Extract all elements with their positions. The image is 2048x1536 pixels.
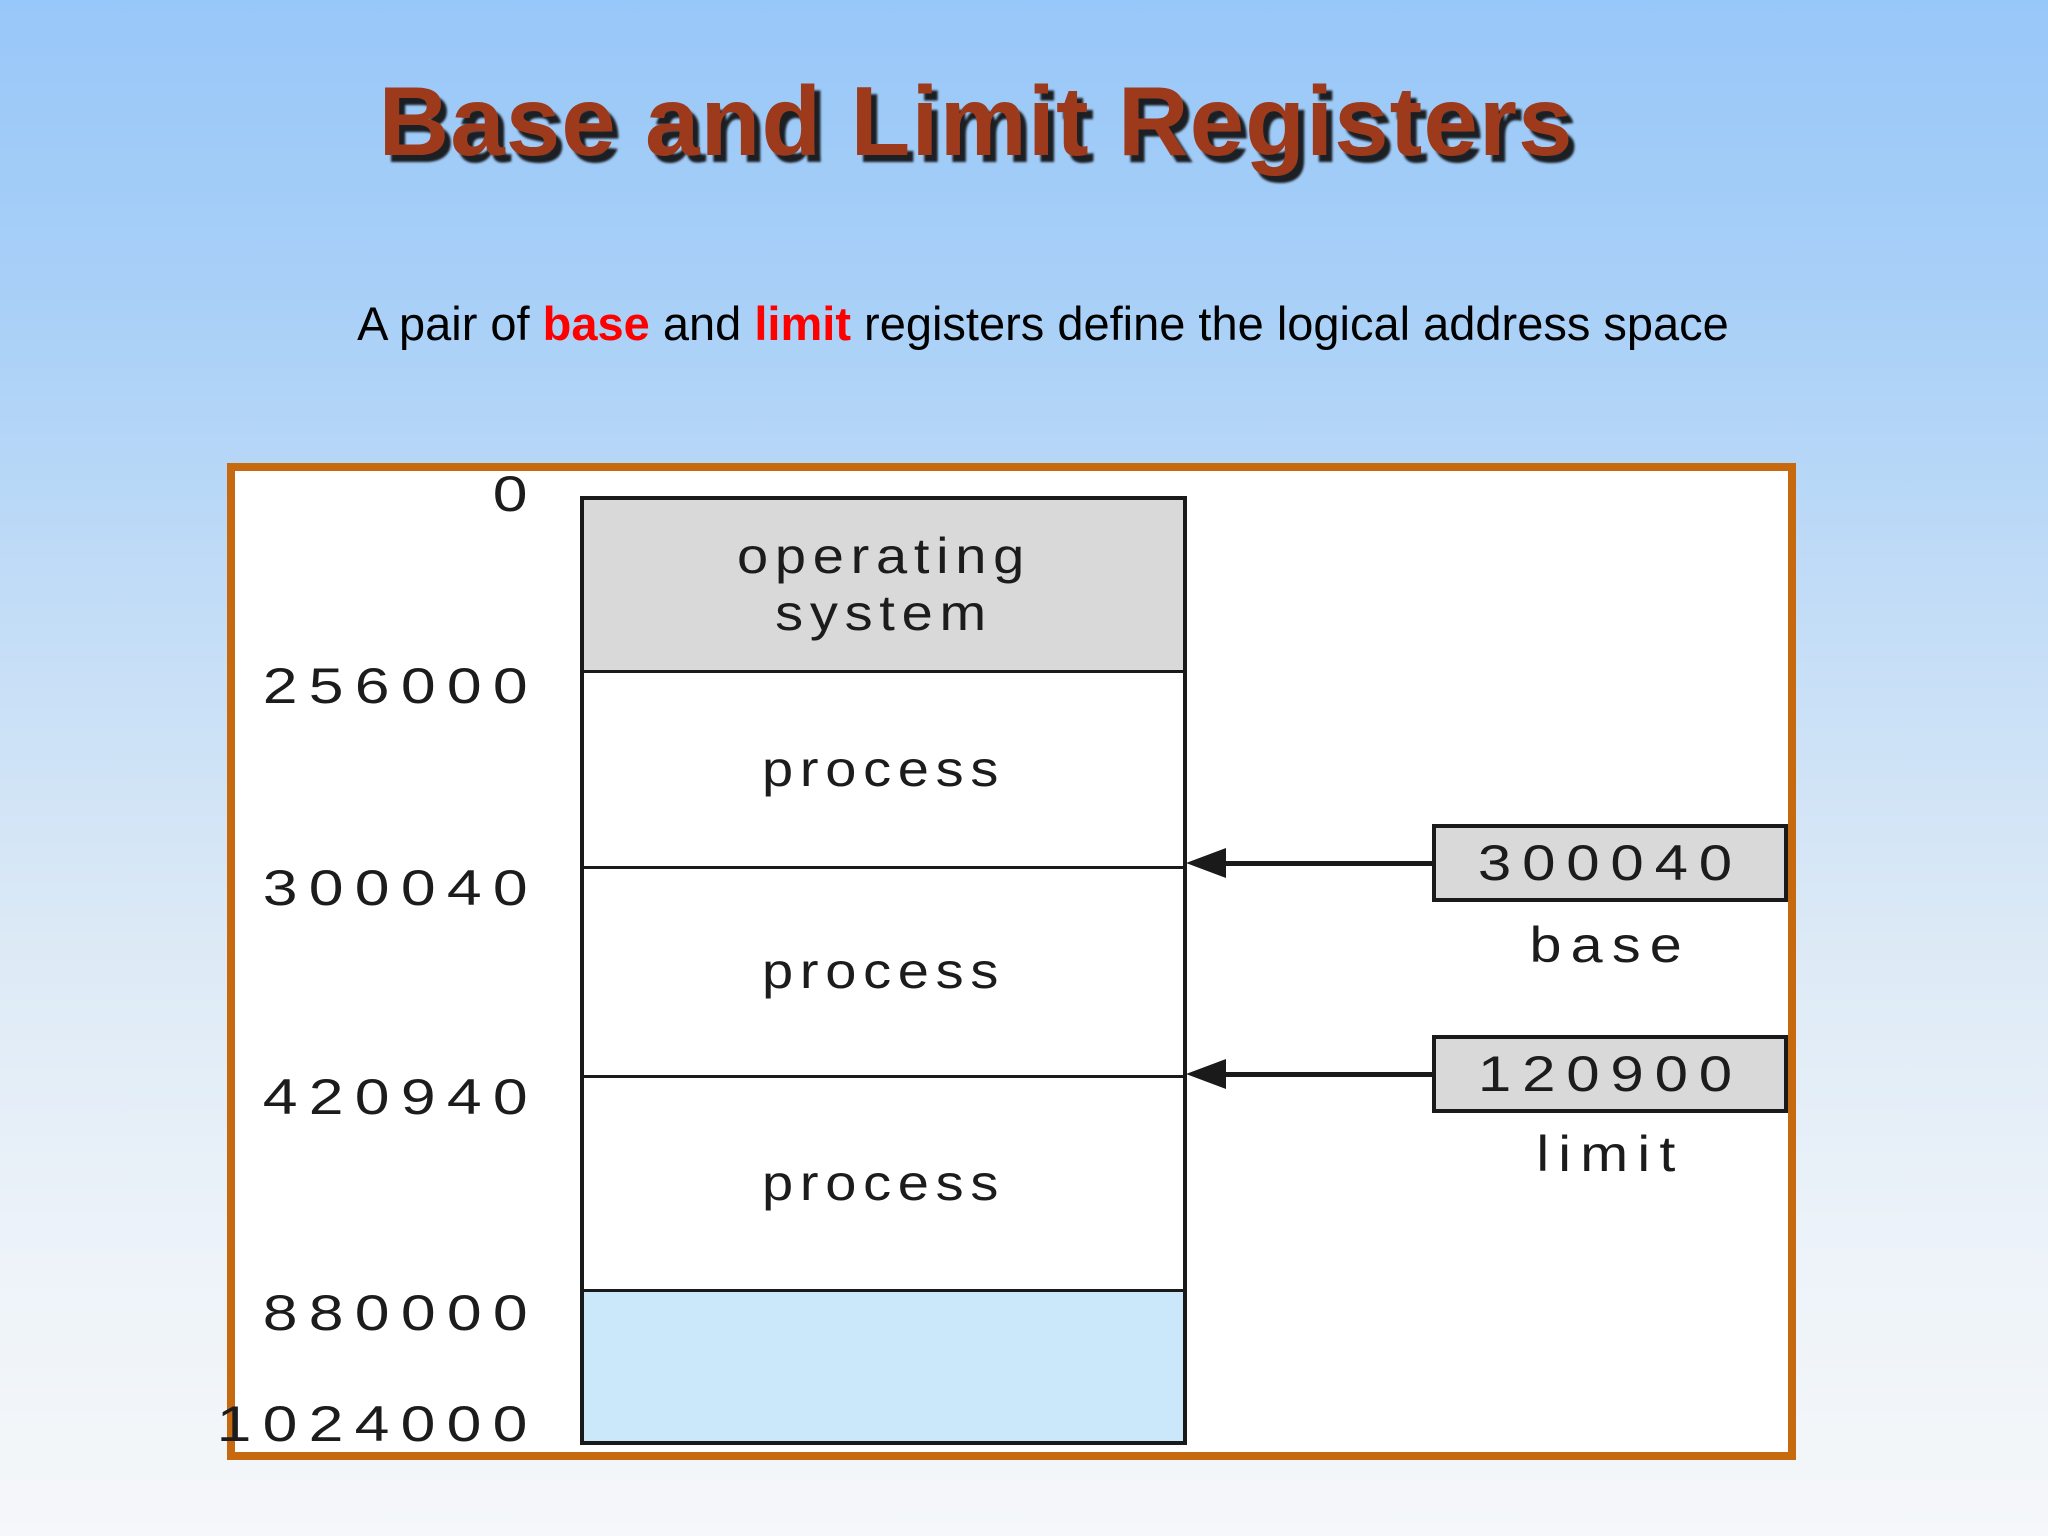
limit-arrowhead-icon <box>1186 1059 1226 1089</box>
address-label-880000: 880000 <box>262 1285 539 1341</box>
base-arrowhead-icon <box>1186 848 1226 878</box>
address-label-420940: 420940 <box>262 1069 539 1125</box>
process-block-label: process <box>761 943 1006 1000</box>
process-block-label: process <box>761 740 1006 797</box>
base-register-value: 300040 <box>1477 834 1743 891</box>
subtitle: A pair of base and limit registers defin… <box>357 296 1729 351</box>
free-memory-block <box>584 1292 1183 1441</box>
memory-column: operating system process process process <box>580 496 1187 1445</box>
subtitle-text: and <box>649 297 755 350</box>
address-label-256000: 256000 <box>262 658 539 714</box>
limit-arrow-line <box>1215 1072 1434 1077</box>
process-block-label: process <box>761 1154 1006 1211</box>
subtitle-emphasis-base: base <box>542 297 650 350</box>
address-label-0: 0 <box>492 466 539 522</box>
subtitle-text: registers define the logical address spa… <box>850 297 1729 350</box>
os-block: operating system <box>584 500 1183 673</box>
limit-register-caption: limit <box>1432 1125 1788 1183</box>
base-arrow-line <box>1215 861 1434 866</box>
base-register-box: 300040 <box>1432 824 1788 902</box>
limit-register-value: 120900 <box>1477 1045 1743 1102</box>
os-block-label: operating system <box>736 527 1031 642</box>
process-block-2: process <box>584 869 1183 1078</box>
process-block-3: process <box>584 1078 1183 1292</box>
slide-title: Base and Limit Registers <box>378 66 1574 176</box>
address-rail: 0 256000 300040 420940 880000 1024000 <box>0 0 539 1536</box>
base-register-caption: base <box>1432 916 1788 974</box>
subtitle-emphasis-limit: limit <box>754 297 851 350</box>
limit-register-label: limit <box>1535 1126 1685 1182</box>
address-label-1024000: 1024000 <box>216 1396 539 1452</box>
base-register-label: base <box>1529 917 1691 973</box>
limit-register-box: 120900 <box>1432 1035 1788 1113</box>
subtitle-text: A pair of <box>357 297 543 350</box>
address-label-300040: 300040 <box>262 860 539 916</box>
process-block-1: process <box>584 673 1183 869</box>
